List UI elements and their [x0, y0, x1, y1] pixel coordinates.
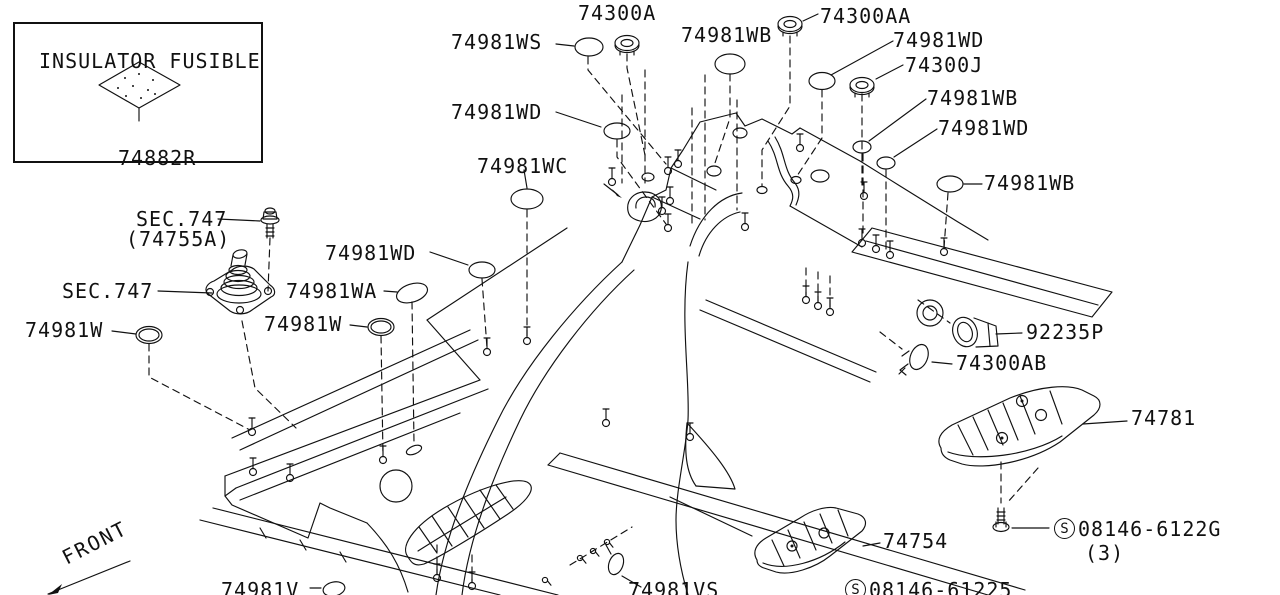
label-74981ws: 74981WS [451, 32, 542, 52]
part-number-text: 74981VS [628, 578, 720, 595]
label-74981wb-1: 74981WB [681, 25, 772, 45]
nut-74300j-icon [849, 76, 875, 98]
part-number-text: 74981V [221, 578, 300, 595]
label-74754: 74754 [883, 531, 948, 551]
part-number-text: 74981WD [451, 100, 543, 124]
front-crossmember [224, 379, 489, 539]
part-number-text: 74781 [1131, 406, 1197, 430]
part-number-text: 74981WD [938, 116, 1030, 140]
leader-lines-dashed [148, 35, 1039, 583]
label-74781: 74781 [1131, 408, 1196, 428]
heat-shield-74781 [938, 386, 1101, 467]
part-number-text: 74754 [883, 529, 949, 553]
part-number-text: 92235P [1026, 320, 1105, 344]
part-number-text: 74981WB [681, 23, 773, 47]
part-number-text: 74300AA [820, 4, 912, 28]
legend-insulator-shape [98, 61, 181, 122]
label-74981w-2: 74981W [264, 314, 342, 334]
label-74981wd-2: 74981WD [938, 118, 1029, 138]
label-74981wd-1: 74981WD [893, 30, 984, 50]
part-number-text: 74300AB [956, 351, 1048, 375]
nut-74300aa-icon [777, 15, 803, 37]
part-number-text: 08146-6122G [1078, 516, 1222, 541]
front-direction-arrow [47, 560, 131, 595]
label-qty-3: (3) [1085, 543, 1124, 563]
label-92235p: 92235P [1026, 322, 1104, 342]
part-number-text: 08146-61225 [869, 577, 1013, 595]
label-74981wa: 74981WA [286, 281, 377, 301]
part-number-text: (3) [1085, 541, 1125, 565]
part-number-text: SEC.747 [136, 207, 228, 231]
part-number-text: 74300J [905, 53, 984, 77]
legend-box: INSULATOR FUSIBLE 74882R [13, 22, 263, 170]
flange-bolt-icon [260, 207, 280, 239]
heat-shield-74754 [754, 506, 867, 574]
label-sec747-boot: SEC.747 [62, 281, 153, 301]
floor-left-half [231, 227, 568, 451]
part-number-text: 74981WD [893, 28, 985, 52]
circled-s-icon: S [1054, 518, 1075, 539]
left-sill-rail [199, 507, 559, 595]
part-number-text: (74755A) [126, 227, 231, 251]
clip-74300ab-icon [898, 343, 929, 376]
part-number-text: 74300A [578, 1, 657, 25]
part-number-text: 74981WA [286, 279, 378, 303]
nut-74300a-icon [614, 34, 640, 56]
part-number-text: 74981W [25, 318, 104, 342]
legend-part-number: 74882R [118, 146, 197, 170]
right-sill-rail [547, 192, 1026, 595]
part-number-text: 74981WD [325, 241, 417, 265]
label-74300a: 74300A [578, 3, 656, 23]
drain-plug-92235p-icon [952, 316, 999, 348]
transmission-tunnel [366, 261, 736, 595]
label-74300ab: 74300AB [956, 353, 1047, 373]
leader-lines-solid [111, 13, 1128, 589]
label-74300j: 74300J [905, 55, 983, 75]
label-74981wb-2: 74981WB [927, 88, 1018, 108]
label-74981wd-4: 74981WD [325, 243, 416, 263]
legend-title: INSULATOR FUSIBLE [39, 49, 261, 73]
label-sec747-ref: (74755A) [126, 229, 230, 249]
label-74981wd-3: 74981WD [451, 102, 542, 122]
label-74981vs: 74981VS [628, 580, 719, 595]
label-sec747-bolt: SEC.747 [136, 209, 227, 229]
part-number-text: 74981WS [451, 30, 543, 54]
rear-deck [603, 112, 989, 327]
label-74981wc: 74981WC [477, 156, 568, 176]
floor-opening-hatched [405, 480, 532, 566]
insulator-callout-markers [135, 37, 964, 595]
part-number-text: SEC.747 [62, 279, 154, 303]
label-74981wb-3: 74981WB [984, 173, 1075, 193]
part-number-text: 74981WB [984, 171, 1076, 195]
shift-boot-sec747 [205, 249, 276, 315]
part-number-text: 74981WB [927, 86, 1019, 110]
label-74300aa: 74300AA [820, 6, 911, 26]
screw-08146-icon [992, 507, 1010, 533]
part-number-text: 74981W [264, 312, 343, 336]
label-74981w-1: 74981W [25, 320, 103, 340]
circled-s-icon: S [845, 579, 866, 595]
part-number-text: 74981WC [477, 154, 569, 178]
label-74981v: 74981V [221, 580, 299, 595]
